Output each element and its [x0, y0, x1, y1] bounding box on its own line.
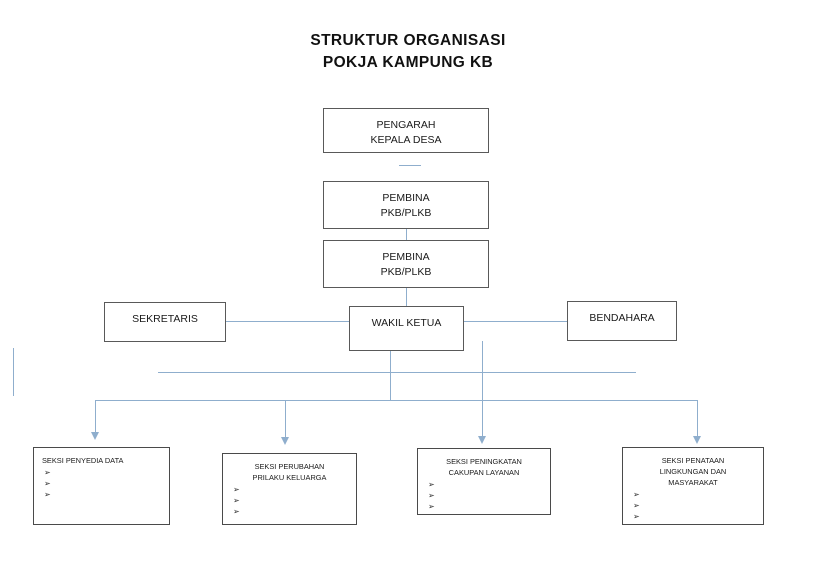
arrowhead-seksi-1: [91, 432, 99, 440]
node-wakil-ketua-label: WAKIL KETUA: [371, 317, 442, 329]
page-title: STRUKTUR ORGANISASI POKJA KAMPUNG KB: [0, 30, 816, 74]
node-wakil-ketua[interactable]: WAKIL KETUA: [349, 306, 464, 351]
connector-sekretaris-to-wakil-ketua: [226, 321, 349, 323]
list-item: [42, 467, 161, 478]
list-item: [631, 500, 755, 511]
node-bendahara[interactable]: BENDAHARA: [567, 301, 677, 341]
connector-wakil-ketua-to-bendahara: [464, 321, 568, 323]
node-pembina-2-line-1: PEMBINA: [382, 251, 430, 263]
seksi-4-title-line-1: SEKSI PENATAAN: [661, 456, 725, 465]
seksi-1-bullet-list: [42, 467, 161, 500]
node-pembina-1-line-2: PKB/PLKB: [380, 207, 432, 219]
seksi-2-title-line-1: SEKSI PERUBAHAN: [254, 462, 325, 471]
node-pembina-2-line-2: PKB/PLKB: [380, 266, 432, 278]
node-pembina-1-line-1: PEMBINA: [382, 192, 430, 204]
distribution-bus-lower: [95, 400, 698, 402]
node-sekretaris-label: SEKRETARIS: [132, 313, 198, 325]
seksi-3-title-line-1: SEKSI PENINGKATAN: [446, 457, 522, 466]
stray-vertical-mark: [13, 348, 15, 396]
node-sekretaris[interactable]: SEKRETARIS: [104, 302, 226, 342]
list-item: [231, 506, 348, 517]
seksi-4-title-line-3: MASYARAKAT: [668, 478, 718, 487]
seksi-box-perubahan-prilaku-keluarga[interactable]: SEKSI PERUBAHAN PRILAKU KELUARGA: [222, 453, 357, 525]
seksi-box-penyedia-data[interactable]: SEKSI PENYEDIA DATA: [33, 447, 170, 525]
seksi-2-bullet-list: [231, 484, 348, 517]
connector-drop-seksi-3: [482, 400, 484, 438]
node-bendahara-label: BENDAHARA: [589, 312, 655, 324]
seksi-1-title-line-1: SEKSI PENYEDIA DATA: [42, 456, 124, 465]
seksi-4-bullet-list: [631, 489, 755, 522]
list-item: [426, 501, 542, 512]
seksi-4-title-line-2: LINGKUNGAN DAN: [659, 467, 727, 476]
list-item: [426, 479, 542, 490]
node-pengarah-line-2: KEPALA DESA: [370, 134, 442, 146]
list-item: [42, 489, 161, 500]
connector-pembina2-to-wakil-ketua: [406, 288, 408, 307]
node-pembina-2[interactable]: PEMBINA PKB/PLKB: [323, 240, 489, 288]
list-item: [231, 484, 348, 495]
seksi-3-bullet-list: [426, 479, 542, 512]
arrowhead-seksi-4: [693, 436, 701, 444]
connector-drop-seksi-2: [285, 400, 287, 439]
connector-drop-seksi-4: [697, 400, 699, 438]
seksi-2-title-line-2: PRILAKU KELUARGA: [252, 473, 327, 482]
node-pembina-1[interactable]: PEMBINA PKB/PLKB: [323, 181, 489, 229]
arrowhead-seksi-2: [281, 437, 289, 445]
node-pengarah[interactable]: PENGARAH KEPALA DESA: [323, 108, 489, 153]
list-item: [426, 490, 542, 501]
page-title-line-2: POKJA KAMPUNG KB: [322, 54, 494, 71]
list-item: [42, 478, 161, 489]
distribution-bus-upper: [158, 372, 636, 374]
seksi-3-title-line-2: CAKUPAN LAYANAN: [448, 468, 520, 477]
arrowhead-seksi-3: [478, 436, 486, 444]
page-title-line-1: STRUKTUR ORGANISASI: [310, 32, 506, 49]
seksi-box-peningkatan-cakupan-layanan[interactable]: SEKSI PENINGKATAN CAKUPAN LAYANAN: [417, 448, 551, 515]
list-item: [631, 511, 755, 522]
list-item: [631, 489, 755, 500]
connector-pengarah-to-pembina1: [399, 165, 421, 167]
connector-drop-seksi-1: [95, 400, 97, 434]
connector-pembina1-to-pembina2: [406, 229, 408, 247]
node-pengarah-line-1: PENGARAH: [376, 119, 436, 131]
list-item: [231, 495, 348, 506]
seksi-box-penataan-lingkungan-masyarakat[interactable]: SEKSI PENATAAN LINGKUNGAN DAN MASYARAKAT: [622, 447, 764, 525]
